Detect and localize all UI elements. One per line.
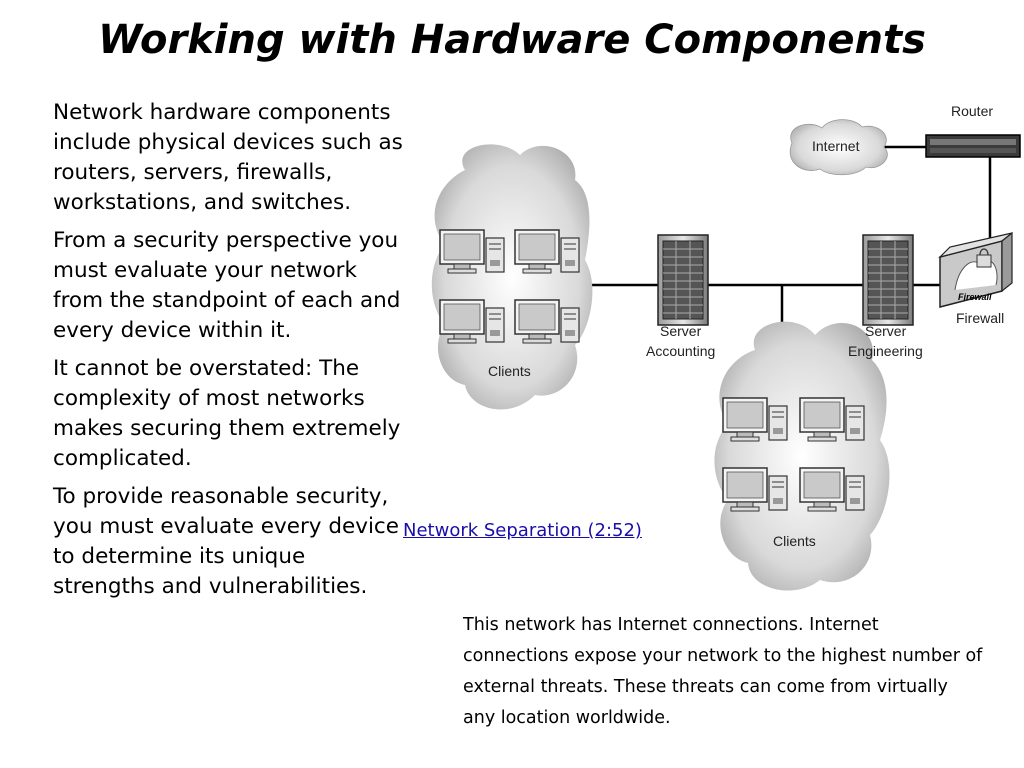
server-icon xyxy=(862,234,914,326)
firewall-label: Firewall xyxy=(956,310,1004,326)
client-cloud-icon xyxy=(714,321,890,591)
firewall-icon: Firewall xyxy=(938,231,1013,308)
video-link[interactable]: Network Separation (2:52) xyxy=(403,520,642,541)
router-label: Router xyxy=(951,103,993,119)
body-paragraph: Network hardware components include phys… xyxy=(53,100,403,215)
server-icon xyxy=(657,234,709,326)
server-engineering-name: Engineering xyxy=(848,343,923,359)
server-accounting-label: Server xyxy=(660,323,702,339)
internet-cloud-icon xyxy=(789,119,888,176)
network-links xyxy=(560,145,992,327)
body-text: Network hardware components include phys… xyxy=(53,98,413,610)
body-paragraph: It cannot be overstated: The complexity … xyxy=(53,356,401,471)
server-accounting-name: Accounting xyxy=(646,343,715,359)
router-icon xyxy=(925,134,1021,158)
body-paragraph: From a security perspective you must eva… xyxy=(53,228,401,343)
firewall-badge-text: Firewall xyxy=(958,292,992,302)
body-paragraph: To provide reasonable security, you must… xyxy=(53,484,399,599)
diagram-caption: This network has Internet connections. I… xyxy=(463,615,983,728)
network-diagram: Clients Clients Server Accounting Server… xyxy=(431,103,1021,591)
clients-left-label: Clients xyxy=(488,363,531,379)
internet-label: Internet xyxy=(812,138,860,154)
slide-title: Working with Hardware Components xyxy=(98,17,926,63)
server-engineering-label: Server xyxy=(865,323,907,339)
clients-bottom-label: Clients xyxy=(773,533,816,549)
